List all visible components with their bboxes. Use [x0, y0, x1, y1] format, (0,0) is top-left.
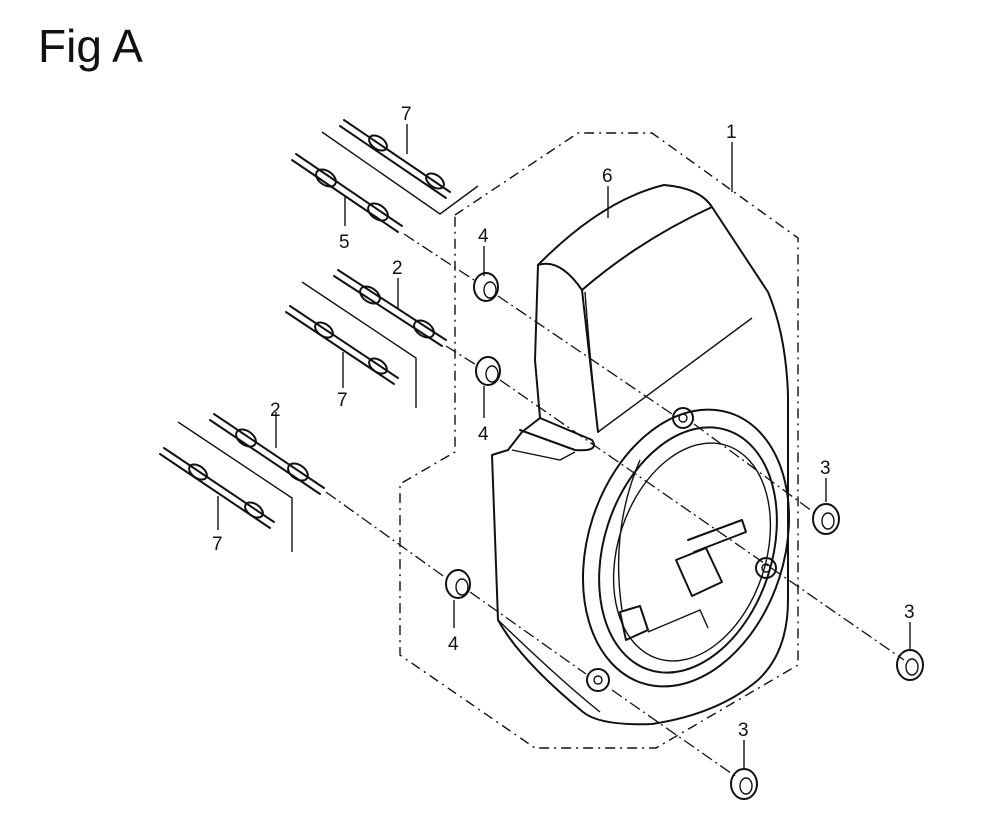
collar-4-top	[473, 272, 499, 302]
callout-7-top: 7	[401, 104, 412, 125]
collar-4-lower	[445, 569, 471, 599]
callout-7-middle: 7	[337, 390, 348, 411]
assembly-boundary	[399, 132, 799, 749]
callout-4-top: 4	[478, 226, 489, 247]
bolt-group-brackets	[177, 131, 479, 552]
collar-4-middle	[475, 356, 501, 386]
callout-3-right: 3	[904, 602, 915, 623]
bolt-5	[291, 153, 403, 233]
nut-3-upper	[812, 503, 840, 535]
bolt-2-lower	[209, 413, 325, 495]
bolt-7-lower	[159, 447, 275, 529]
callout-2-upper: 2	[392, 258, 403, 279]
air-intake-ring	[581, 408, 791, 688]
bolt-7-top	[339, 119, 451, 199]
callout-4-lower: 4	[448, 634, 459, 655]
callout-7-lower: 7	[212, 534, 223, 555]
nut-3-bottom	[730, 768, 758, 800]
bolt-2-upper	[333, 269, 447, 347]
callout-2-lower: 2	[270, 400, 281, 421]
bolt-7-middle	[285, 305, 399, 385]
cover-bosses	[586, 407, 777, 692]
callout-5: 5	[339, 232, 350, 253]
callout-3-bottom: 3	[738, 720, 749, 741]
callout-6: 6	[602, 166, 613, 187]
callout-1: 1	[726, 122, 737, 143]
figure-title: Fig A	[38, 20, 143, 72]
callout-4-middle: 4	[478, 424, 489, 445]
fan-cover-shroud	[491, 184, 789, 726]
nut-3-right	[896, 649, 924, 681]
leader-lines	[217, 124, 911, 768]
alignment-lines	[325, 233, 905, 779]
callout-3-upper: 3	[820, 458, 831, 479]
